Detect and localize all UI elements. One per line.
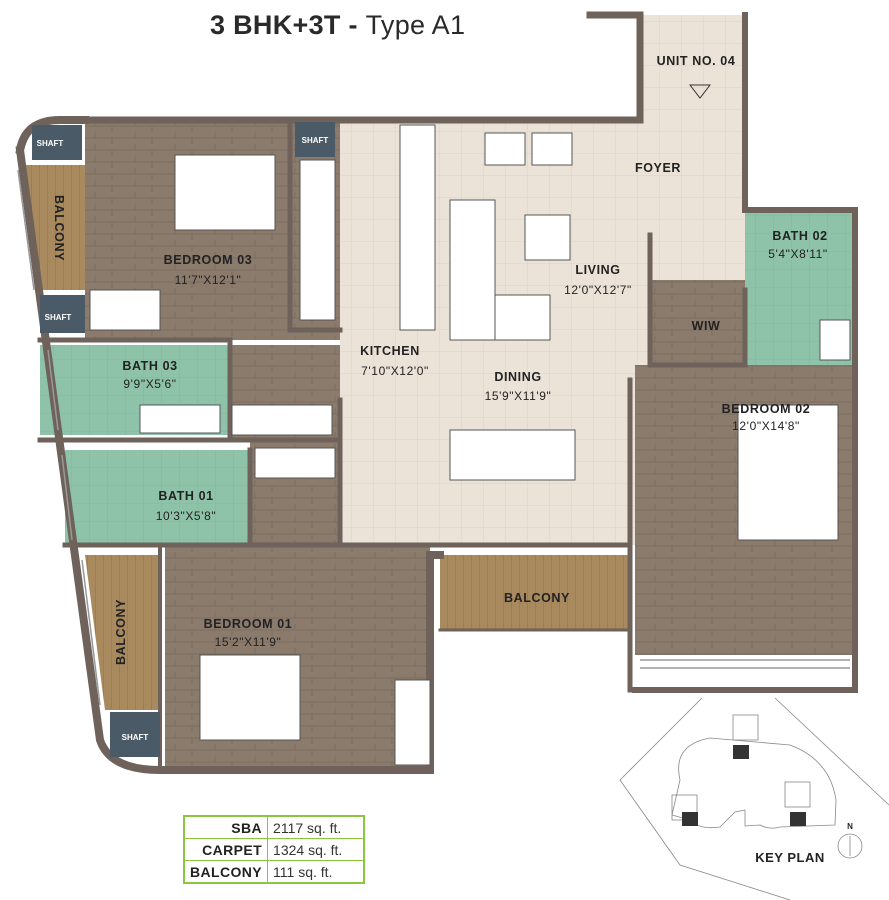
- title-separator: -: [340, 10, 366, 40]
- bedroom03-dim: 11'7"X12'1": [175, 273, 242, 287]
- key-plan: [619, 697, 889, 900]
- vanity-03: [139, 404, 221, 434]
- bath01-label: BATH 01: [158, 489, 213, 503]
- unit-label: UNIT NO. 04: [657, 54, 736, 68]
- key-plan-label: KEY PLAN: [755, 850, 825, 865]
- wiw-floor: [650, 280, 745, 365]
- plan-title: 3 BHK+3T - Type A1: [210, 10, 465, 41]
- bottom-left-balcony-label: BALCONY: [114, 599, 128, 665]
- top-left-balcony-floor: [25, 165, 85, 290]
- area-value: 111 sq. ft.: [267, 860, 365, 884]
- dresser-01: [394, 679, 431, 766]
- dining-dim: 15'9"X11'9": [485, 389, 552, 403]
- area-value: 2117 sq. ft.: [267, 815, 365, 839]
- desk-03: [89, 289, 161, 331]
- bath02-label: BATH 02: [772, 229, 827, 243]
- area-label: BALCONY: [183, 860, 269, 884]
- bed-01: [199, 654, 301, 741]
- wiw-label: WIW: [692, 319, 721, 333]
- shaft-2: [40, 295, 85, 333]
- title-type: Type A1: [365, 10, 466, 40]
- shaft-label: SHAFT: [302, 136, 329, 145]
- wardrobe-03: [231, 404, 333, 436]
- kitchen-counter-left: [299, 159, 336, 321]
- foyer-entry-floor: [640, 15, 745, 120]
- sofa-side: [494, 294, 551, 341]
- kitchen-counter-right: [399, 124, 436, 331]
- vanity-02: [819, 319, 851, 361]
- bedroom02-label: BEDROOM 02: [722, 402, 811, 416]
- kitchen-dim: 7'10"X12'0": [361, 364, 429, 378]
- dining-label: DINING: [494, 370, 541, 384]
- shaft-3: [295, 122, 335, 157]
- area-label: CARPET: [183, 838, 269, 861]
- floors: [25, 15, 855, 770]
- windows: [17, 169, 850, 706]
- bed-02: [737, 404, 839, 541]
- bedroom01-label: BEDROOM 01: [204, 617, 293, 631]
- bath01-dim: 10'3"X5'8": [156, 509, 216, 523]
- bath02-dim: 5'4"X8'11": [768, 247, 828, 261]
- area-label: SBA: [183, 815, 269, 839]
- walls: [15, 11, 858, 774]
- bath01-floor: [65, 450, 250, 545]
- sofa: [449, 199, 496, 341]
- top-left-balcony-label: BALCONY: [52, 195, 66, 261]
- bed-03: [174, 154, 276, 231]
- north-label: N: [847, 822, 853, 831]
- center-balcony-label: BALCONY: [504, 591, 570, 605]
- shaft-1: [32, 125, 82, 160]
- bedroom03-label: BEDROOM 03: [164, 253, 253, 267]
- armchair-1: [484, 132, 526, 166]
- shaft-4: [110, 712, 160, 757]
- room-labels: UNIT NO. 04 FOYER LIVING 12'0"X12'7" BAT…: [52, 54, 828, 665]
- living-dim: 12'0"X12'7": [564, 283, 632, 297]
- center-balcony-floor: [440, 555, 630, 630]
- shaft-label: SHAFT: [45, 313, 72, 322]
- bedroom01-dim: 15'2"X11'9": [215, 635, 282, 649]
- entry-triangle-icon: [688, 84, 712, 99]
- bedroom02-dim: 12'0"X14'8": [732, 419, 800, 433]
- kitchen-label: KITCHEN: [360, 344, 420, 358]
- coffee-table: [524, 214, 571, 261]
- wardrobe-01: [254, 447, 336, 479]
- bottom-left-balcony-floor: [85, 555, 160, 710]
- shafts: SHAFT SHAFT SHAFT SHAFT: [32, 122, 335, 757]
- title-main: 3 BHK+3T: [210, 10, 341, 40]
- bath03-dim: 9'9"X5'6": [123, 377, 176, 391]
- area-value: 1324 sq. ft.: [267, 838, 365, 861]
- dining-table: [449, 429, 576, 481]
- foyer-label: FOYER: [635, 161, 681, 175]
- bath03-label: BATH 03: [122, 359, 177, 373]
- furniture: [89, 124, 851, 766]
- armchair-2: [531, 132, 573, 166]
- key-plan-highlights: [682, 745, 806, 826]
- shaft-label: SHAFT: [122, 733, 149, 742]
- shaft-label: SHAFT: [37, 139, 64, 148]
- living-label: LIVING: [575, 263, 620, 277]
